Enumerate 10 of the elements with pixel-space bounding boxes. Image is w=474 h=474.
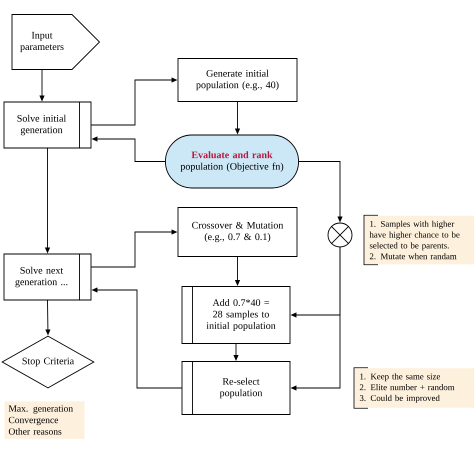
summing-junction bbox=[328, 222, 352, 248]
process-box: Generate initial population (e.g., 40) bbox=[178, 58, 298, 102]
note-box: Max. generation Convergence Other reasons bbox=[4, 401, 84, 439]
note-box: 1. Samples with higher have higher chance to be selected to be parents. 2. Mutate when randam bbox=[364, 214, 474, 266]
process-box: Crossover & Mutation (e.g., 0.7 & 0.1) bbox=[178, 207, 298, 257]
note-box: 1. Keep the same size 2. Elite number + random 3. Could be improved bbox=[354, 367, 474, 409]
process-box: Add 0.7*40 = 28 samples to initial population bbox=[182, 286, 290, 344]
process-box: Solve next generation ... bbox=[4, 253, 92, 301]
process-box: Re-select population bbox=[182, 360, 290, 416]
process-box: Solve initial generation bbox=[4, 101, 92, 149]
